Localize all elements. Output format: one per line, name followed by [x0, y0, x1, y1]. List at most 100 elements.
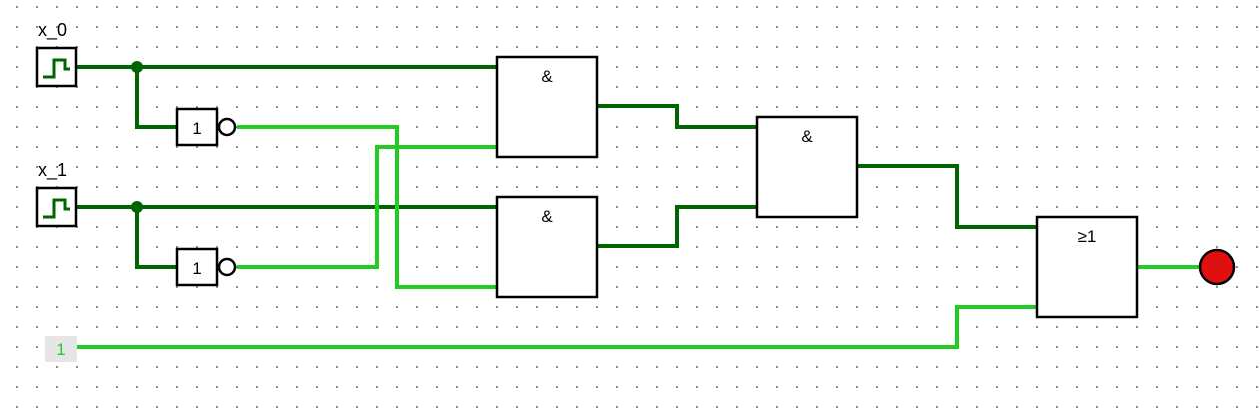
grid-dot [56, 166, 58, 168]
grid-dot [796, 246, 798, 248]
grid-dot [1016, 406, 1018, 408]
grid-dot [1196, 206, 1198, 208]
grid-dot [636, 126, 638, 128]
input-x1[interactable]: x_1 [35, 160, 78, 228]
grid-dot [516, 186, 518, 188]
grid-dot [996, 266, 998, 268]
grid-dot [296, 6, 298, 8]
grid-dot [556, 26, 558, 28]
grid-dot [556, 306, 558, 308]
grid-dot [1076, 126, 1078, 128]
grid-dot [1196, 326, 1198, 328]
input-x0-switch[interactable] [35, 46, 78, 88]
grid-dot [176, 46, 178, 48]
grid-dot [516, 306, 518, 308]
grid-dot [76, 26, 78, 28]
grid-dot [136, 146, 138, 148]
grid-dot [1216, 386, 1218, 388]
grid-dot [1176, 126, 1178, 128]
grid-dot [56, 266, 58, 268]
grid-dot [836, 26, 838, 28]
grid-dot [856, 306, 858, 308]
input-x1-switch[interactable] [35, 186, 78, 228]
grid-dot [516, 326, 518, 328]
grid-dot [1196, 406, 1198, 408]
grid-dot [1096, 46, 1098, 48]
grid-dot [916, 326, 918, 328]
grid-dot [76, 126, 78, 128]
constant-input[interactable]: 1 [45, 336, 77, 362]
grid-dot [436, 366, 438, 368]
grid-dot [1176, 366, 1178, 368]
grid-dot [16, 406, 18, 408]
grid-dot [116, 6, 118, 8]
grid-dot [176, 26, 178, 28]
grid-dot [16, 266, 18, 268]
output-led[interactable] [1198, 248, 1236, 286]
grid-dot [476, 106, 478, 108]
grid-dot [896, 146, 898, 148]
grid-dot [596, 6, 598, 8]
grid-dot [1216, 146, 1218, 148]
not-gate-1[interactable]: 1 [175, 107, 237, 147]
grid-dot [776, 386, 778, 388]
grid-dot [716, 26, 718, 28]
grid-dot [1196, 186, 1198, 188]
grid-dot [36, 386, 38, 388]
inversion-bubble [217, 257, 237, 277]
grid-dot [296, 406, 298, 408]
grid-dot [296, 26, 298, 28]
not-gate-2[interactable]: 1 [175, 247, 237, 287]
grid-dot [536, 326, 538, 328]
grid-dot [676, 186, 678, 188]
grid-dot [616, 386, 618, 388]
grid-dot [796, 266, 798, 268]
grid-dot [1056, 66, 1058, 68]
grid-dot [756, 306, 758, 308]
grid-dot [96, 246, 98, 248]
not-gate-2-symbol: 1 [192, 259, 201, 278]
grid-dot [976, 66, 978, 68]
grid-dot [1096, 66, 1098, 68]
grid-dot [676, 286, 678, 288]
grid-dot [896, 246, 898, 248]
grid-dot [1236, 46, 1238, 48]
grid-dot [56, 106, 58, 108]
grid-dot [996, 386, 998, 388]
grid-dot [1216, 406, 1218, 408]
grid-dot [556, 166, 558, 168]
grid-dot [396, 366, 398, 368]
input-x0[interactable]: x_0 [35, 20, 78, 88]
grid-dot [1156, 86, 1158, 88]
grid-dot [516, 366, 518, 368]
grid-dot [576, 386, 578, 388]
grid-dot [616, 86, 618, 88]
grid-dot [956, 46, 958, 48]
grid-dot [136, 406, 138, 408]
grid-dot [336, 6, 338, 8]
grid-dot [736, 246, 738, 248]
or-gate[interactable]: ≥1 [1035, 215, 1139, 319]
and-gate-1[interactable]: & [495, 55, 599, 159]
and-gate-3[interactable]: & [755, 115, 859, 219]
grid-dot [56, 146, 58, 148]
and-gate-2[interactable]: & [495, 195, 599, 299]
grid-dot [616, 286, 618, 288]
grid-dot [176, 6, 178, 8]
grid-dot [436, 26, 438, 28]
grid-dot [1196, 46, 1198, 48]
grid-dot [736, 266, 738, 268]
grid-dot [776, 86, 778, 88]
or-gate-body [1035, 215, 1139, 319]
grid-dot [896, 86, 898, 88]
grid-dot [136, 46, 138, 48]
grid-dot [916, 146, 918, 148]
grid-dot [96, 326, 98, 328]
grid-dot [156, 226, 158, 228]
grid-dot [976, 386, 978, 388]
grid-dot [276, 6, 278, 8]
grid-dot [76, 6, 78, 8]
grid-dot [336, 406, 338, 408]
grid-dot [156, 286, 158, 288]
